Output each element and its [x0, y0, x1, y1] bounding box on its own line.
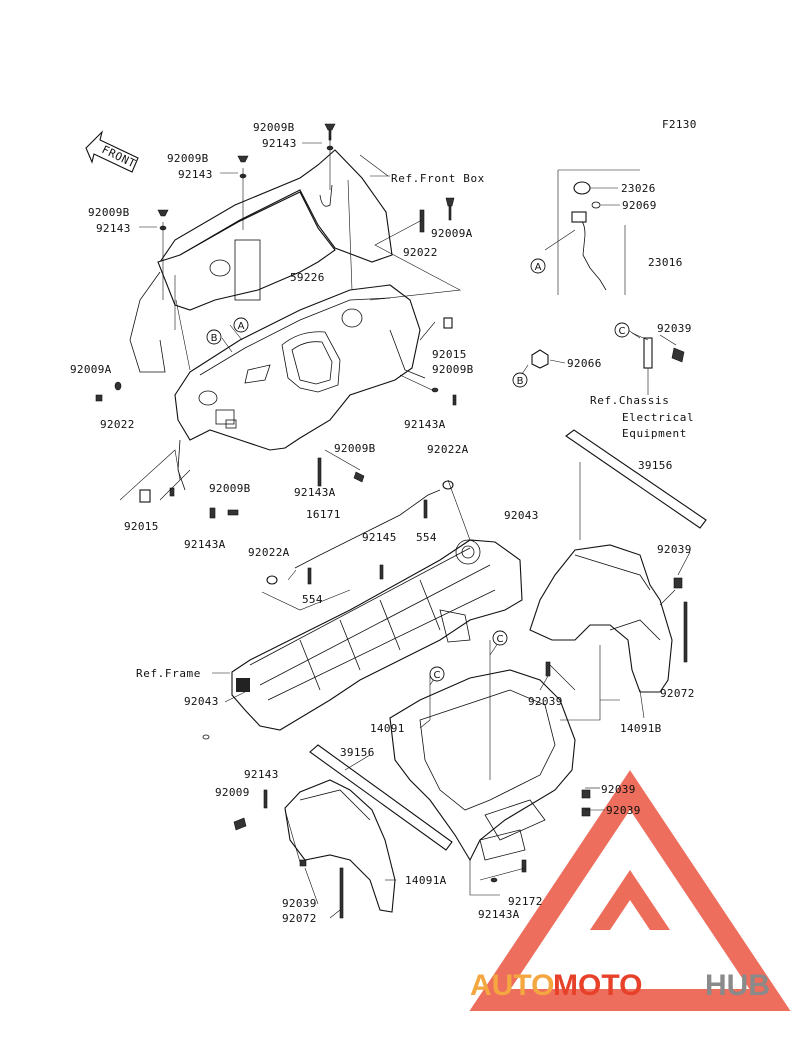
- label-92022a-a: 92022A: [427, 443, 469, 456]
- guard-14091a: [284, 779, 396, 913]
- callout-a-1: A: [233, 317, 249, 333]
- floor-panel-14091: [389, 669, 576, 862]
- label-92066: 92066: [567, 357, 602, 370]
- label-92009b-2: 92009B: [167, 152, 209, 165]
- label-59226: 59226: [290, 271, 325, 284]
- label-92022-b: 92022: [100, 418, 135, 431]
- svg-text:C: C: [619, 326, 626, 337]
- harness-23016: [557, 169, 640, 295]
- assembly-lines: [119, 136, 676, 896]
- frame-cross-member: [231, 539, 523, 731]
- hardware-bolts: [95, 123, 688, 919]
- label-92039-d: 92039: [601, 783, 636, 796]
- label-92072-b: 92072: [282, 912, 317, 925]
- label-92015-a: 92015: [432, 348, 467, 361]
- watermark-moto: MOTO: [553, 969, 642, 1002]
- watermark-logo: [469, 770, 791, 1011]
- label-92043-b: 92043: [184, 695, 219, 708]
- label-92009a-b: 92009A: [70, 363, 112, 376]
- callout-b-2: B: [512, 372, 528, 388]
- watermark-auto: AUTO: [470, 969, 554, 1002]
- label-92009b-top: 92009B: [253, 121, 295, 134]
- label-92009b-4: 92009B: [432, 363, 474, 376]
- reference-labels: Ref.Front Box Ref.Frame Ref.Chassis Elec…: [136, 172, 694, 680]
- label-92009a-a: 92009A: [431, 227, 473, 240]
- front-label: FRONT: [100, 143, 138, 171]
- callout-c-1: C: [614, 322, 630, 338]
- callout-c-2: C: [492, 630, 508, 646]
- part-92066: [531, 349, 549, 369]
- label-554-b: 554: [302, 593, 323, 606]
- label-92039-f: 92039: [282, 897, 317, 910]
- label-39156-a: 39156: [638, 459, 673, 472]
- label-92143a-c: 92143A: [294, 486, 336, 499]
- label-92172: 92172: [508, 895, 543, 908]
- strip-39156-lower: [309, 744, 453, 851]
- label-92009b-5: 92009B: [209, 482, 251, 495]
- watermark-text: AUTO MOTO HUB: [470, 969, 770, 1002]
- label-92039-a: 92039: [657, 322, 692, 335]
- svg-text:B: B: [211, 333, 218, 344]
- label-92009b-6: 92009B: [334, 442, 376, 455]
- label-23016: 23016: [648, 256, 683, 269]
- part-labels: 92009B 92143 92009B 92143 92009B 92143 9…: [70, 121, 695, 925]
- clamp-chassis: [643, 337, 685, 369]
- cable: [294, 489, 441, 569]
- label-16171: 16171: [306, 508, 341, 521]
- callout-a-2: A: [530, 258, 546, 274]
- label-92009b-3: 92009B: [88, 206, 130, 219]
- ref-chassis-line1: Ref.Chassis: [590, 394, 669, 407]
- label-92039-b: 92039: [657, 543, 692, 556]
- label-14091: 14091: [370, 722, 405, 735]
- callout-c-3: C: [429, 666, 445, 682]
- label-39156-b: 39156: [340, 746, 375, 759]
- leader-lines: [139, 142, 691, 919]
- label-92022-a: 92022: [403, 246, 438, 259]
- label-92143a-d: 92143A: [478, 908, 520, 921]
- svg-text:A: A: [535, 262, 542, 273]
- label-554-a: 554: [416, 531, 437, 544]
- ref-chassis-line3: Equipment: [622, 427, 687, 440]
- guard-14091b: [529, 544, 673, 693]
- svg-text:A: A: [238, 321, 245, 332]
- svg-text:C: C: [497, 634, 504, 645]
- label-92069: 92069: [622, 199, 657, 212]
- label-92039-e: 92039: [606, 804, 641, 817]
- dashboard-panel: [174, 284, 426, 491]
- label-92143-2: 92143: [178, 168, 213, 181]
- label-14091a: 14091A: [405, 874, 447, 887]
- front-direction-arrow: FRONT: [85, 130, 139, 173]
- figure-code: F2130: [662, 118, 697, 131]
- label-92015-b: 92015: [124, 520, 159, 533]
- label-92143a-b: 92143A: [184, 538, 226, 551]
- label-92143-3: 92143: [96, 222, 131, 235]
- label-92072-a: 92072: [660, 687, 695, 700]
- strip-39156-upper: [565, 429, 707, 529]
- label-92145: 92145: [362, 531, 397, 544]
- svg-text:C: C: [434, 670, 441, 681]
- front-box-cover: [129, 149, 393, 373]
- ref-frame: Ref.Frame: [136, 667, 201, 680]
- ref-chassis-line2: Electrical: [622, 411, 694, 424]
- label-92143a-a: 92143A: [404, 418, 446, 431]
- callout-b-1: B: [206, 329, 222, 345]
- label-92039-c: 92039: [528, 695, 563, 708]
- label-92009: 92009: [215, 786, 250, 799]
- label-92143-b: 92143: [244, 768, 279, 781]
- ref-front-box: Ref.Front Box: [391, 172, 485, 185]
- label-92022a-b: 92022A: [248, 546, 290, 559]
- label-92043-a: 92043: [504, 509, 539, 522]
- watermark-hub: HUB: [705, 969, 770, 1002]
- label-14091b: 14091B: [620, 722, 662, 735]
- svg-text:B: B: [517, 376, 524, 387]
- label-92143-top: 92143: [262, 137, 297, 150]
- label-23026: 23026: [621, 182, 656, 195]
